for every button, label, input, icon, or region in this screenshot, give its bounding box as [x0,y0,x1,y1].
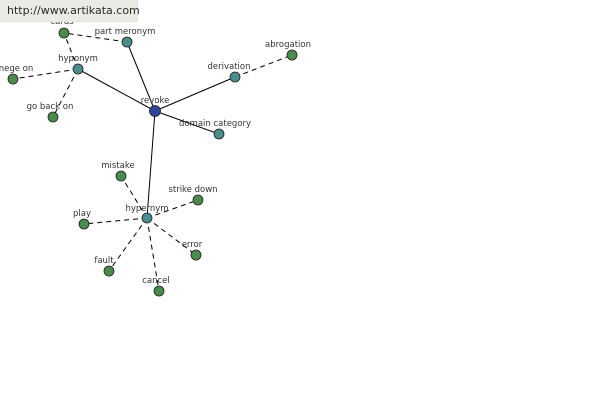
edges-layer [12,32,293,292]
edge-hypernym-to-fault [108,217,148,272]
node-revoke[interactable]: revoke [141,96,170,117]
edge-hyponym-to-go-back-on [52,68,79,118]
edge-part-meronym-to-cards [63,32,128,43]
node-dot-strike-down[interactable] [192,194,204,206]
url-banner[interactable]: http://www.artikata.com [0,0,140,22]
node-label-derivation: derivation [207,62,250,72]
edge-hypernym-to-error [146,217,197,256]
edge-hyponym-to-cards [63,32,79,70]
node-abrogation[interactable]: abrogation [265,40,311,61]
node-renege-on[interactable]: nege on [0,64,33,85]
node-label-play: play [73,209,91,219]
node-fault[interactable]: fault [94,256,115,277]
node-dot-go-back-on[interactable] [47,111,59,123]
node-label-abrogation: abrogation [265,40,311,50]
node-part-meronym[interactable]: part meronym [95,27,156,48]
edge-revoke-to-hypernym [146,110,156,219]
node-cards[interactable]: cards [50,17,74,39]
node-label-hyponym: hyponym [58,54,98,64]
node-dot-cards[interactable] [58,27,70,39]
node-hyponym[interactable]: hyponym [58,54,98,75]
node-dot-abrogation[interactable] [286,49,298,61]
node-dot-derivation[interactable] [229,71,241,83]
edge-hypernym-to-cancel [146,217,160,292]
node-derivation[interactable]: derivation [207,62,251,83]
node-dot-part-meronym[interactable] [121,36,133,48]
node-dot-play[interactable] [78,218,90,230]
node-play[interactable]: play [73,209,91,230]
node-cancel[interactable]: cancel [142,276,170,297]
node-dot-hypernym[interactable] [141,212,153,224]
node-label-domain-category: domain category [179,119,251,129]
nodes-layer: revoke hyponym part meronym derivation domai… [0,17,311,297]
node-label-error: error [182,240,203,250]
node-label-hypernym: hypernym [125,204,168,214]
edge-revoke-to-domain-category [154,110,220,135]
node-label-renege-on: nege on [0,64,33,74]
edge-derivation-to-abrogation [234,54,293,78]
node-label-fault: fault [94,256,114,266]
node-label-cards: cards [50,17,74,27]
node-label-part-meronym: part meronym [95,27,156,37]
node-label-revoke: revoke [141,96,170,106]
node-dot-mistake[interactable] [115,170,127,182]
edge-hypernym-to-strike-down [146,199,199,219]
node-dot-cancel[interactable] [153,285,165,297]
node-label-strike-down: strike down [168,185,217,195]
edge-revoke-to-derivation [154,76,236,112]
node-dot-renege-on[interactable] [7,73,19,85]
node-strike-down[interactable]: strike down [168,185,218,206]
node-mistake[interactable]: mistake [101,161,135,182]
node-error[interactable]: error [182,240,203,261]
url-link[interactable]: http://www.artikata.com [7,4,140,17]
edge-hypernym-to-play [83,217,148,225]
node-hypernym[interactable]: hypernym [125,204,169,224]
node-label-go-back-on: go back on [27,102,74,112]
node-go-back-on[interactable]: go back on [27,102,74,123]
node-domain-category[interactable]: domain category [179,119,251,140]
node-label-cancel: cancel [142,276,170,286]
edge-revoke-to-hyponym [77,68,156,112]
node-dot-error[interactable] [190,249,202,261]
node-dot-fault[interactable] [103,265,115,277]
edge-revoke-to-part-meronym [126,41,156,112]
node-dot-revoke[interactable] [149,105,161,117]
node-dot-domain-category[interactable] [213,128,225,140]
edge-hyponym-to-renege-on [12,68,79,80]
node-label-mistake: mistake [101,161,134,171]
node-dot-hyponym[interactable] [72,63,84,75]
